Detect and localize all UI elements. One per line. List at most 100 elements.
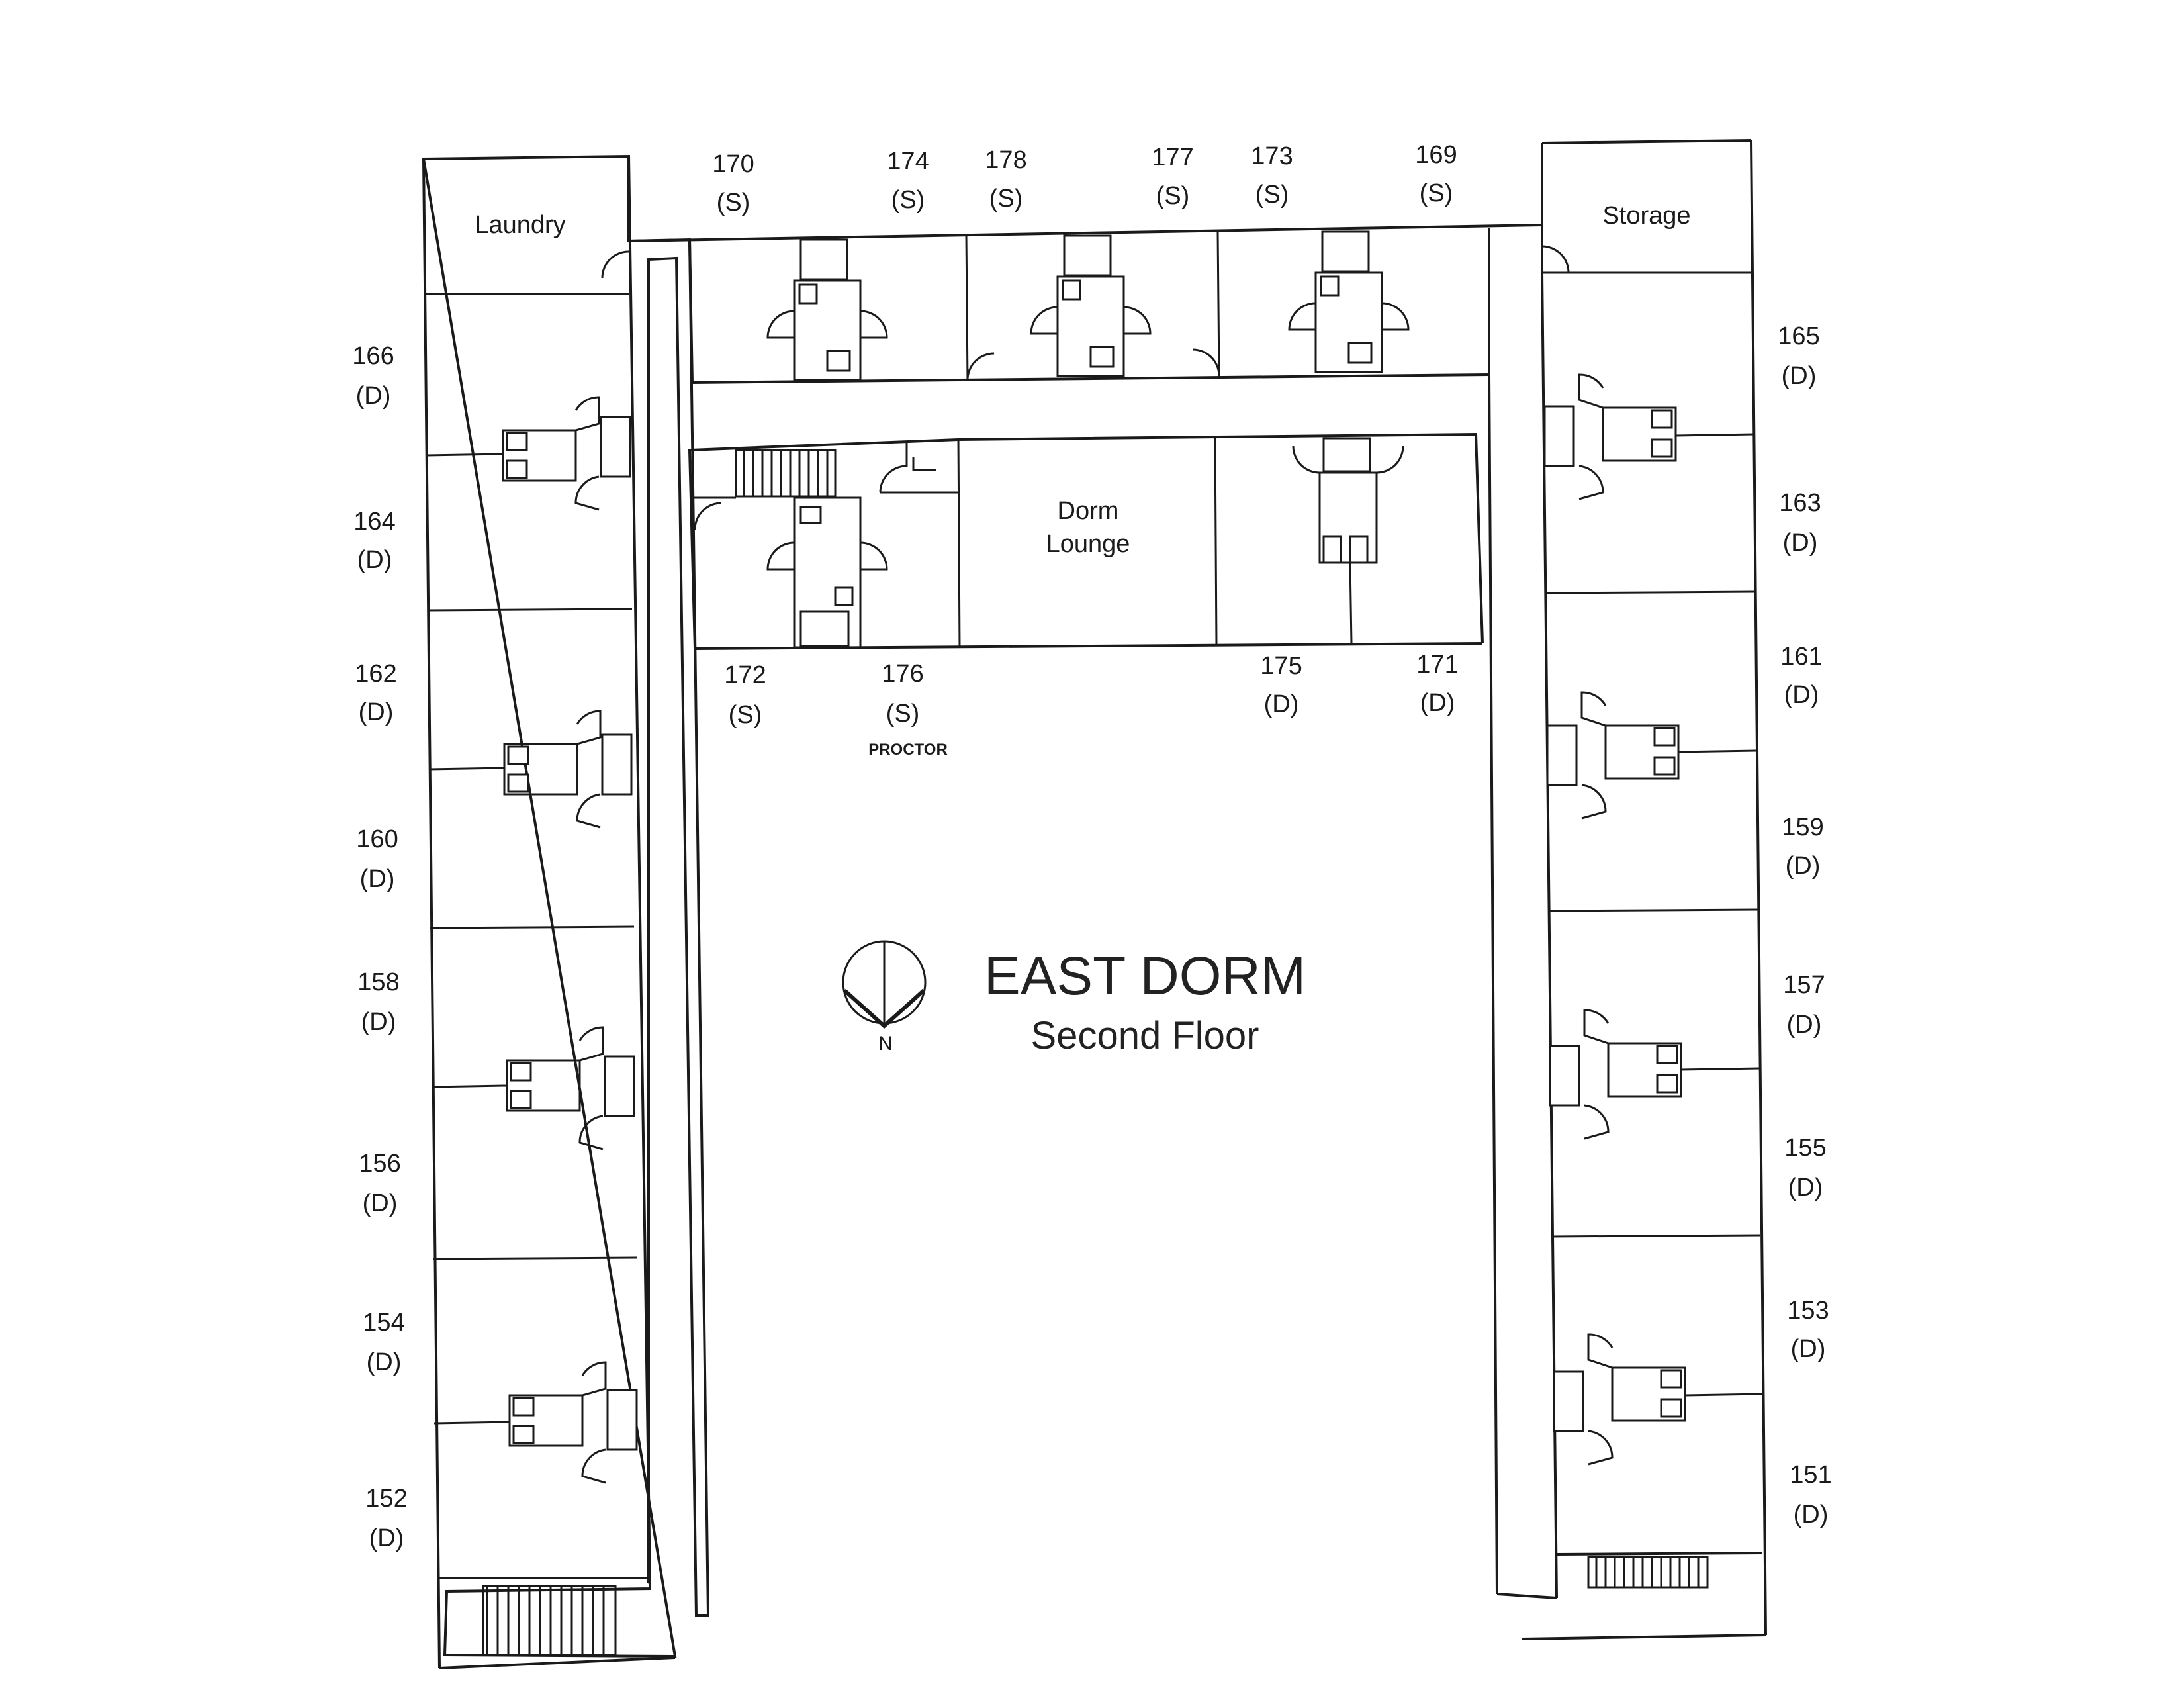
- room-158-type: (D): [361, 1008, 396, 1036]
- left-wing-outline: [422, 154, 710, 1658]
- room-175-type: (D): [1264, 690, 1299, 718]
- room-175-number: 175: [1260, 652, 1302, 680]
- left-corridor-wall: [627, 156, 651, 1583]
- room-165-number: 165: [1778, 322, 1819, 350]
- room-161-number: 161: [1780, 643, 1822, 671]
- inner-door-stair: [694, 502, 722, 530]
- wall-174-178: [965, 235, 969, 381]
- room-162-type: (D): [359, 698, 394, 726]
- right-bath-pod-1: [1543, 373, 1677, 500]
- storage-label: Storage: [1602, 202, 1690, 230]
- room-155-number: 155: [1784, 1134, 1826, 1162]
- wall-158-156: [431, 1084, 508, 1088]
- room-158-number: 158: [357, 968, 399, 996]
- room-152-number: 152: [365, 1485, 407, 1513]
- top-outer-wall: [628, 224, 1543, 242]
- room-173-type: (S): [1255, 181, 1289, 209]
- room-153-type: (D): [1791, 1335, 1826, 1363]
- room-177-type: (S): [1156, 182, 1190, 210]
- room-162-number: 162: [355, 660, 396, 688]
- room-176-type: (S): [886, 700, 920, 727]
- room-151-type: (D): [1794, 1501, 1829, 1528]
- stairs-right: [1587, 1556, 1709, 1589]
- laundry-door: [601, 250, 629, 279]
- inner-block: [688, 432, 1484, 650]
- room-166-type: (D): [356, 382, 391, 410]
- room-165-type: (D): [1782, 362, 1817, 390]
- top-wing: [628, 224, 1543, 384]
- right-outer-wall: [1750, 140, 1767, 1636]
- room-171-type: (D): [1420, 689, 1455, 717]
- top-bath-pod-1: [766, 238, 888, 381]
- wall-153-151: [1684, 1393, 1762, 1397]
- left-bath-pod-4: [508, 1361, 638, 1484]
- left-bottom-wall: [439, 1656, 676, 1669]
- room-177-number: 177: [1152, 144, 1193, 171]
- room-153-number: 153: [1787, 1297, 1829, 1325]
- room-160-number: 160: [356, 825, 398, 853]
- right-top-wall: [1541, 139, 1752, 144]
- room-172-number: 172: [724, 661, 766, 689]
- left-bath-pod-3: [506, 1026, 635, 1150]
- room-178-type: (S): [989, 185, 1023, 212]
- top-left-end-wall: [688, 239, 694, 383]
- wall-164-162: [427, 608, 633, 612]
- right-corridor-end: [1496, 1593, 1557, 1599]
- proctor-label: PROCTOR: [868, 741, 948, 759]
- wall-157-155: [1680, 1067, 1760, 1071]
- wall-159-157: [1548, 908, 1758, 912]
- room-169-type: (S): [1420, 179, 1453, 207]
- stairs-inner: [735, 449, 837, 498]
- room-163-type: (D): [1783, 529, 1818, 557]
- right-bath-pod-4: [1553, 1333, 1686, 1466]
- map-subtitle: Second Floor: [1031, 1014, 1259, 1057]
- room-152-type: (D): [369, 1524, 404, 1552]
- inner-bath-pod-left: [766, 496, 888, 649]
- room-154-type: (D): [367, 1348, 402, 1376]
- top-corridor-wall-north: [692, 373, 1490, 384]
- wall-163-161: [1545, 590, 1756, 594]
- inner-door-176: [879, 442, 908, 493]
- right-corridor-inner: [1488, 374, 1498, 1595]
- inner-bath-pod-right: [1292, 437, 1404, 564]
- wall-165-163: [1675, 433, 1754, 437]
- room-170-type: (S): [717, 189, 751, 216]
- room-159-type: (D): [1786, 852, 1821, 880]
- room-157-number: 157: [1783, 971, 1825, 999]
- left-bath-pod-2: [503, 710, 633, 829]
- room-176-number: 176: [882, 660, 923, 688]
- storage-door: [1541, 245, 1570, 273]
- room-172-type: (S): [729, 701, 762, 729]
- map-title: EAST DORM: [984, 946, 1306, 1006]
- left-wing: [422, 154, 710, 1669]
- room-161-type: (D): [1784, 681, 1819, 709]
- room-156-number: 156: [359, 1150, 400, 1178]
- top-door-2: [1192, 348, 1220, 377]
- room-155-type: (D): [1788, 1174, 1823, 1201]
- room-164-type: (D): [357, 546, 392, 574]
- wall-lounge-west: [957, 439, 961, 647]
- room-174-number: 174: [887, 148, 929, 175]
- room-151-number: 151: [1790, 1461, 1831, 1489]
- right-bath-pod-3: [1549, 1009, 1682, 1140]
- room-157-type: (D): [1787, 1011, 1822, 1039]
- wall-154-152: [433, 1421, 510, 1425]
- wall-156-154: [432, 1256, 637, 1260]
- room-160-type: (D): [360, 865, 395, 893]
- top-bath-pod-2: [1030, 234, 1152, 377]
- north-label: N: [878, 1033, 893, 1055]
- wall-166-164: [426, 453, 504, 457]
- north-arrow: N: [842, 940, 927, 1055]
- wall-160-158: [430, 925, 635, 929]
- left-bath-pod-1: [502, 396, 631, 511]
- room-154-number: 154: [363, 1309, 404, 1336]
- wall-lounge-east: [1214, 438, 1218, 645]
- lounge-label-line2: Lounge: [1046, 530, 1130, 558]
- laundry-label: Laundry: [475, 211, 565, 239]
- wall-177-173: [1216, 231, 1220, 378]
- room-173-number: 173: [1251, 142, 1293, 170]
- room-169-number: 169: [1415, 141, 1457, 169]
- right-bottom-wall: [1522, 1634, 1766, 1640]
- wall-162-160: [428, 767, 505, 771]
